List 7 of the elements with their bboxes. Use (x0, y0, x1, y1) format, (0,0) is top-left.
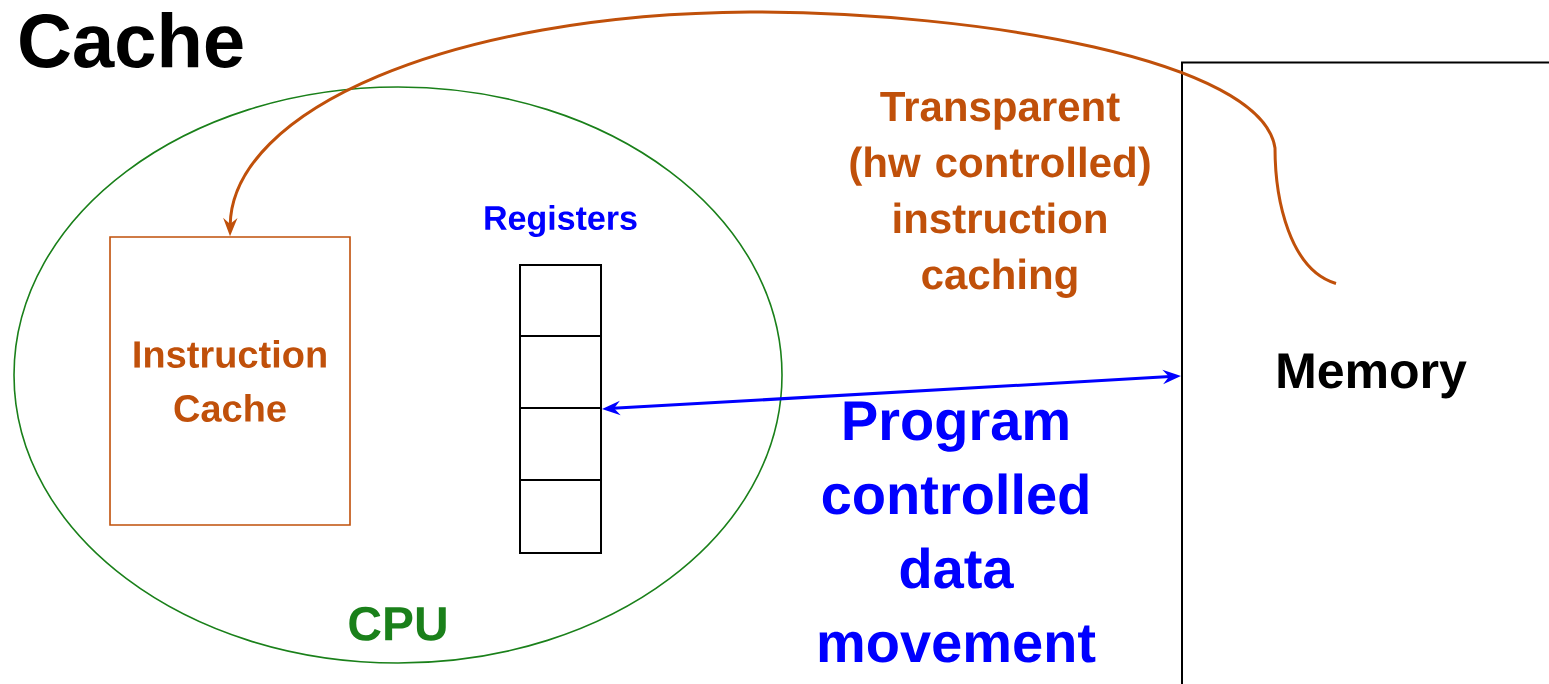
memory-box: Memory (1181, 61, 1549, 684)
edge-label: Program controlled data movement (819, 401, 1096, 663)
register-stack: Registers (485, 205, 637, 554)
edge-label: Transparent (hw controlled) instruction caching (850, 92, 1150, 298)
title: Cache (20, 12, 243, 68)
node-label: Registers (485, 205, 637, 237)
cache-box: Instruction Cache (109, 236, 351, 526)
